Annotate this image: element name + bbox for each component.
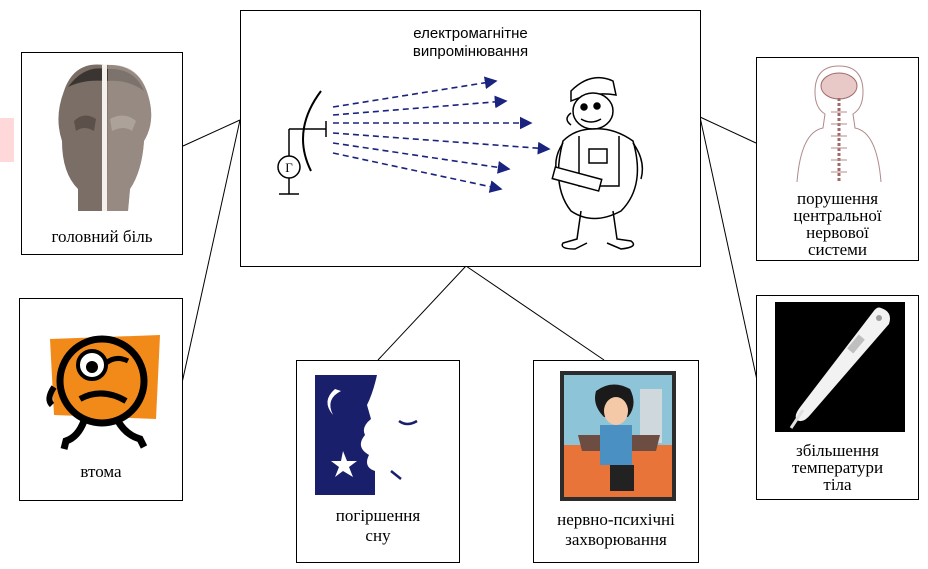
center-title-line1: електромагнітне: [413, 25, 528, 42]
connector-neuro: [465, 265, 605, 361]
edge-mark: [0, 118, 14, 162]
effect-label-sleep-2: сну: [365, 526, 391, 545]
effect-box-temp: збільшення температури тіла: [756, 295, 919, 500]
distressed-person-icon: [560, 371, 676, 501]
antenna-dish-icon: [302, 90, 322, 172]
split-head-statue-icon: [58, 64, 152, 211]
moon-face-sleep-icon: [315, 375, 441, 495]
effect-label-fatigue: втома: [80, 462, 122, 481]
effect-box-neuro: нервно-психічні захворювання: [533, 360, 699, 563]
effect-label-neuro-1: нервно-психічні: [557, 510, 675, 529]
effect-label-cns-4: системи: [807, 240, 868, 259]
effect-label-cns-1: порушення: [796, 189, 879, 208]
connector-headache: [182, 119, 241, 147]
effect-box-fatigue: втома: [19, 298, 183, 501]
connector-fatigue: [181, 119, 241, 384]
effect-label-temp-3: тіла: [823, 475, 852, 494]
wave-arrow: [332, 76, 498, 108]
tired-face-icon: [46, 335, 160, 450]
connector-temp: [699, 116, 761, 395]
wave-arrow: [332, 142, 511, 174]
effect-box-headache: головний біль: [21, 52, 183, 255]
worker-figure-icon: [551, 76, 644, 250]
center-title: електромагнітне випромінювання: [241, 25, 700, 61]
effect-label-temp-2: температури: [791, 458, 884, 477]
connector-sleep: [377, 265, 467, 361]
wave-arrow: [332, 132, 551, 155]
effect-label-cns-2: центральної: [793, 206, 882, 225]
center-title-line2: випромінювання: [412, 43, 529, 60]
effect-label-sleep-1: погіршення: [335, 506, 421, 525]
generator-letter: Г: [285, 160, 293, 175]
effect-box-sleep: погіршення сну: [296, 360, 460, 563]
effect-label-headache: головний біль: [51, 227, 153, 246]
effect-label-neuro-2: захворювання: [565, 530, 667, 549]
effect-label-temp-1: збільшення: [796, 441, 879, 460]
wave-arrows: [332, 76, 551, 193]
effect-label-cns-3: нервової: [806, 223, 869, 242]
wave-arrow: [332, 152, 503, 193]
nervous-system-icon: [796, 65, 882, 183]
connector-cns: [699, 116, 757, 144]
thermometer-icon: [775, 302, 905, 432]
center-box: електромагнітне випромінювання Г: [240, 10, 701, 267]
radiation-illustration: Г: [277, 76, 644, 250]
effect-box-cns: порушення центральної нервової системи: [756, 57, 919, 261]
wave-arrow: [332, 95, 508, 116]
